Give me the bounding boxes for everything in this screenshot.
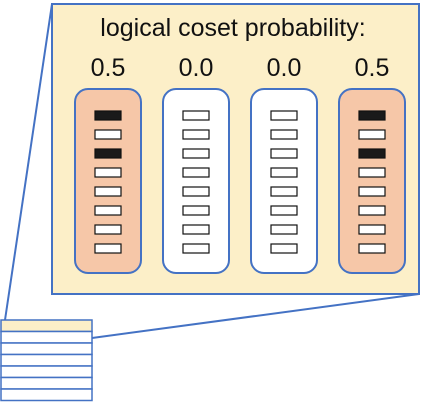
bit-off — [182, 205, 210, 216]
bit-off — [270, 224, 298, 235]
coset-box — [250, 88, 318, 274]
bit-off — [182, 186, 210, 197]
mini-row — [0, 376, 93, 390]
coset-column: 0.0 — [250, 54, 318, 274]
coset-columns: 0.5 0.0 0.0 0.5 — [74, 54, 406, 274]
bit-off — [358, 167, 386, 178]
bit-off — [358, 224, 386, 235]
bit-off — [270, 110, 298, 121]
bit-off — [358, 243, 386, 254]
bit-off — [270, 243, 298, 254]
mini-row — [0, 353, 93, 367]
bit-off — [358, 205, 386, 216]
bit-on — [94, 110, 122, 121]
bit-off — [182, 243, 210, 254]
bit-off — [358, 186, 386, 197]
bit-off — [94, 243, 122, 254]
bit-off — [182, 148, 210, 159]
bit-off — [94, 186, 122, 197]
bit-off — [182, 224, 210, 235]
coset-column: 0.5 — [74, 54, 142, 274]
bit-off — [182, 110, 210, 121]
bit-on — [94, 148, 122, 159]
bit-off — [94, 224, 122, 235]
mini-row — [0, 330, 93, 344]
bit-off — [94, 129, 122, 140]
coset-column: 0.0 — [162, 54, 230, 274]
mini-row — [0, 388, 93, 402]
bit-off — [270, 129, 298, 140]
bit-off — [270, 148, 298, 159]
bit-off — [94, 167, 122, 178]
mini-row-highlighted — [0, 319, 93, 333]
bit-on — [358, 110, 386, 121]
bit-off — [270, 186, 298, 197]
panel-title: logical coset probability: — [100, 14, 365, 42]
bit-off — [182, 129, 210, 140]
coset-probability: 0.5 — [91, 54, 126, 82]
coset-probability: 0.0 — [179, 54, 214, 82]
bit-on — [358, 148, 386, 159]
bit-off — [358, 129, 386, 140]
zoom-line-top — [4, 3, 53, 321]
mini-stack — [0, 319, 93, 402]
bit-off — [182, 167, 210, 178]
bit-off — [270, 205, 298, 216]
mini-row — [0, 342, 93, 356]
zoom-line-bottom — [91, 293, 420, 339]
coset-probability: 0.0 — [267, 54, 302, 82]
coset-box — [74, 88, 142, 274]
coset-box — [162, 88, 230, 274]
bit-off — [94, 205, 122, 216]
coset-probability: 0.5 — [355, 54, 390, 82]
bit-off — [270, 167, 298, 178]
coset-column: 0.5 — [338, 54, 406, 274]
mini-row — [0, 365, 93, 379]
coset-box — [338, 88, 406, 274]
